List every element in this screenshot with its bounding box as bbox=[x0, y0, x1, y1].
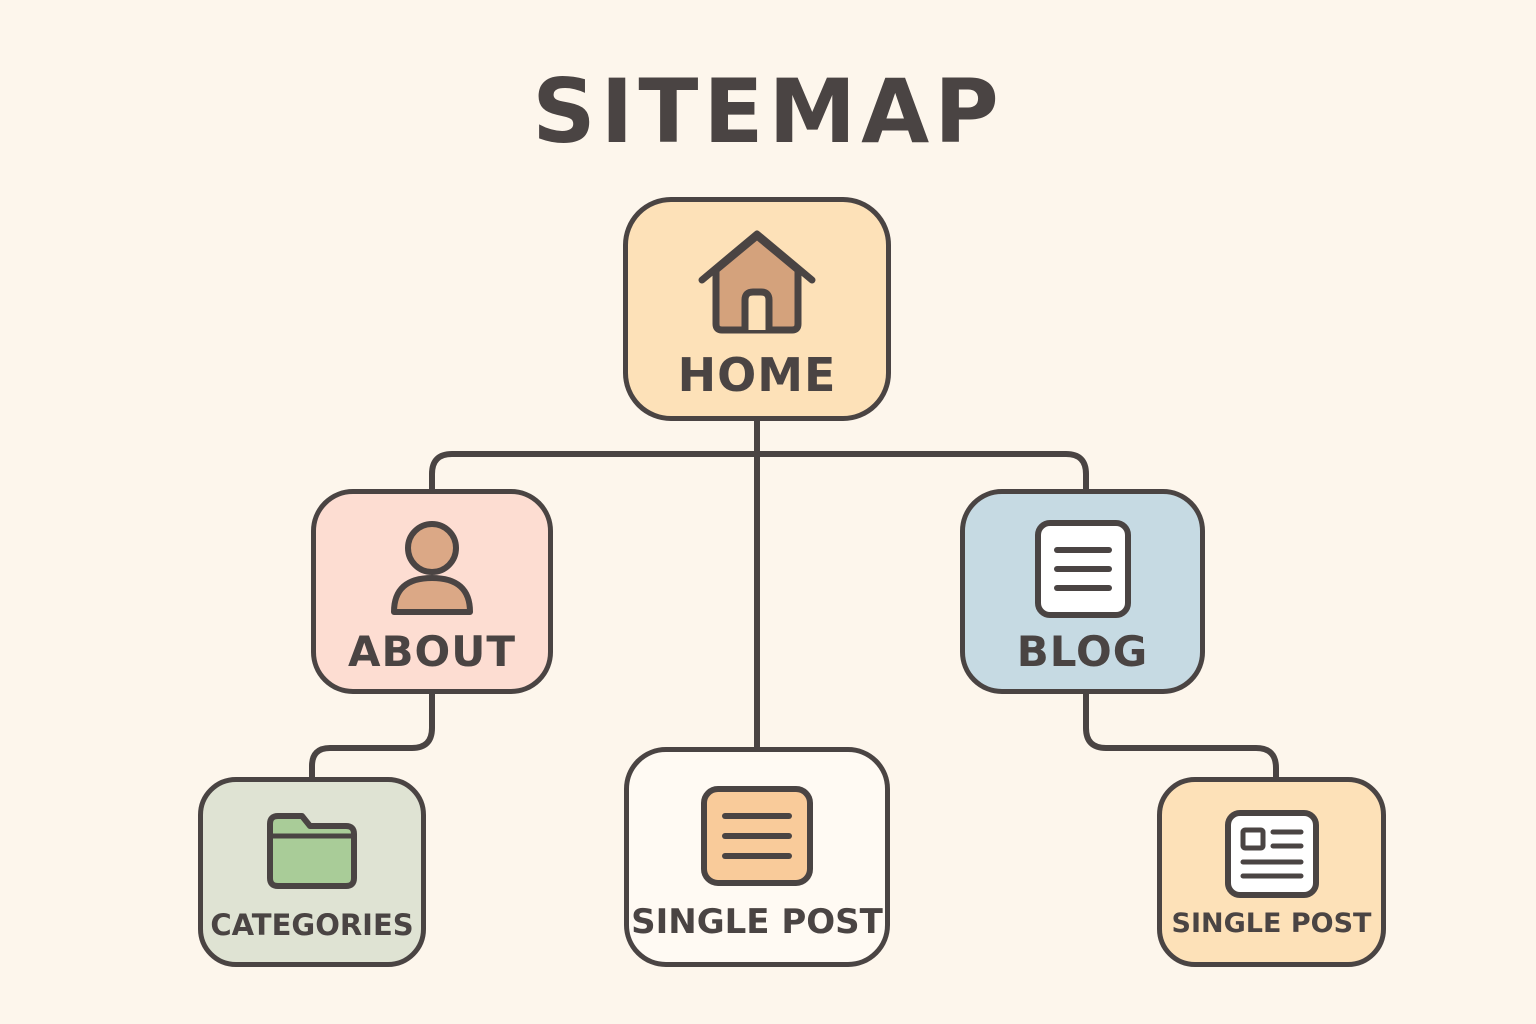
node-label: SINGLE POST bbox=[1171, 908, 1372, 939]
edge-home-to-blog bbox=[754, 451, 1089, 492]
edge-about-to-categories bbox=[309, 691, 435, 780]
node-single-post-center[interactable]: SINGLE POST bbox=[624, 747, 890, 967]
node-about[interactable]: ABOUT bbox=[311, 489, 553, 694]
folder-icon bbox=[264, 810, 360, 896]
page-title: SITEMAP bbox=[532, 60, 1004, 163]
node-categories[interactable]: CATEGORIES bbox=[198, 777, 426, 967]
node-home[interactable]: HOME bbox=[623, 197, 891, 421]
edge-blog-to-single-post bbox=[1083, 691, 1279, 780]
node-label: CATEGORIES bbox=[210, 908, 414, 942]
document-lines-icon bbox=[1033, 518, 1133, 624]
node-label: SINGLE POST bbox=[631, 902, 883, 942]
document-lines-icon bbox=[699, 784, 815, 892]
node-single-post-right[interactable]: SINGLE POST bbox=[1157, 777, 1386, 967]
edge-home-to-about bbox=[429, 418, 760, 492]
node-label: BLOG bbox=[1016, 627, 1149, 676]
node-label: HOME bbox=[677, 348, 837, 402]
user-icon bbox=[384, 520, 480, 620]
article-icon bbox=[1223, 808, 1321, 904]
node-label: ABOUT bbox=[348, 627, 516, 676]
node-blog[interactable]: BLOG bbox=[960, 489, 1205, 694]
house-icon bbox=[692, 226, 822, 342]
